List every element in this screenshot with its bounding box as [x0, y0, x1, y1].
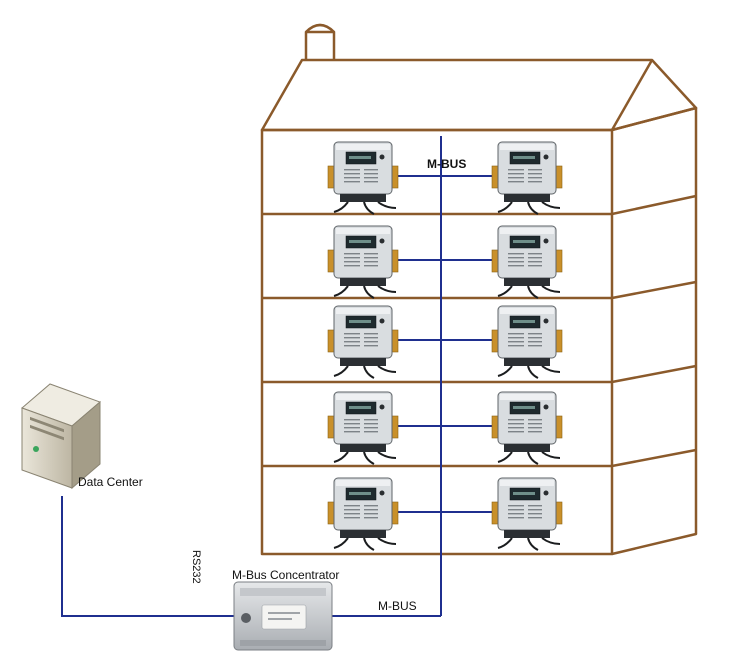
heat-meter: [491, 305, 563, 379]
data-center-label: Data Center: [78, 475, 143, 489]
concentrator-label: M-Bus Concentrator: [232, 568, 339, 582]
mbus-top-label: M-BUS: [427, 157, 466, 171]
heat-meter: [327, 391, 399, 465]
building: [260, 23, 698, 556]
server-icon: [21, 383, 101, 490]
heat-meter: [491, 477, 563, 551]
mbus-bottom-label: M-BUS: [378, 599, 417, 613]
heat-meter: [327, 305, 399, 379]
building-front: [260, 128, 614, 556]
mbus-concentrator-device: [233, 581, 333, 651]
rs232-link: [61, 496, 236, 617]
heat-meters: [327, 141, 563, 551]
heat-meter: [327, 141, 399, 215]
heat-meter: [491, 225, 563, 299]
heat-meter: [491, 141, 563, 215]
heat-meter: [327, 225, 399, 299]
building-side: [611, 106, 698, 556]
heat-meter: [327, 477, 399, 551]
heat-meter: [491, 391, 563, 465]
bus-wiring: [61, 136, 497, 617]
rs232-label: RS232: [190, 550, 202, 584]
chimney: [304, 30, 336, 60]
